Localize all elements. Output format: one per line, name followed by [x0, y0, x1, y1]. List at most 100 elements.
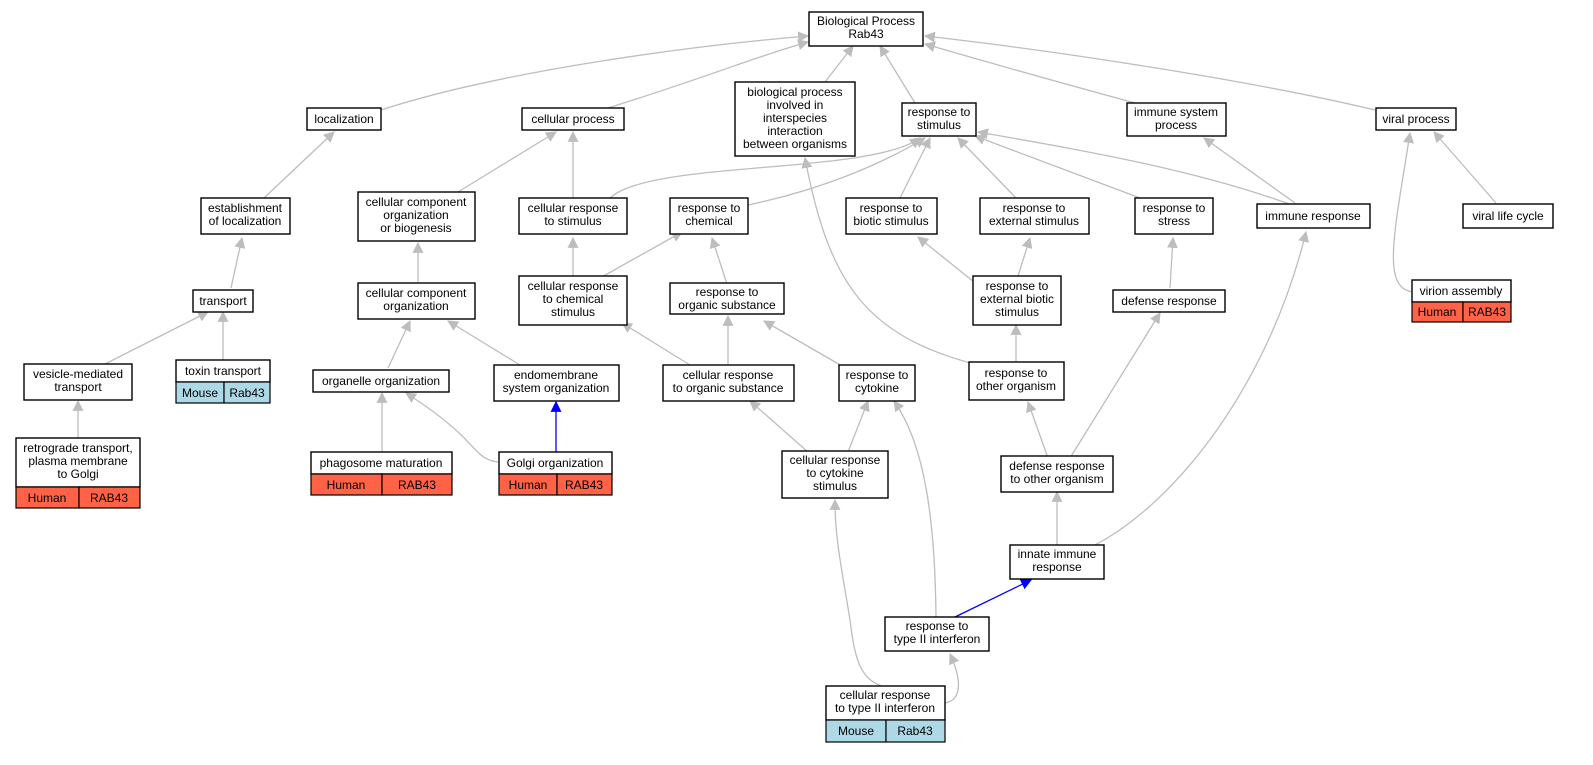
node-immune-system-process[interactable]: immune system process	[1126, 102, 1227, 137]
node-crs-line2: to stimulus	[544, 214, 601, 228]
node-toxin-transport-label: toxin transport	[185, 364, 262, 378]
node-crchem-line3: stimulus	[551, 305, 595, 319]
node-crifn2-line1: cellular response	[840, 688, 931, 702]
edge-crs-response-stimulus	[609, 137, 921, 199]
node-vesicle-line2: transport	[54, 380, 102, 394]
node-response-other-organism[interactable]: response to other organism	[968, 361, 1065, 401]
node-retrograde-transport[interactable]: retrograde transport, plasma membrane to…	[15, 437, 141, 488]
species-label: Mouse	[838, 724, 874, 738]
node-response-organic[interactable]: response to organic substance	[669, 282, 785, 315]
node-cellular-response-organic[interactable]: cellular response to organic substance	[662, 364, 795, 402]
node-layer: Biological Process Rab43 localization ce…	[15, 11, 1554, 721]
gene-label: RAB43	[90, 491, 128, 505]
node-rbiotic-line1: response to	[860, 201, 923, 215]
root-gene: Rab43	[848, 27, 884, 41]
node-organelle-organization[interactable]: organelle organization	[312, 369, 450, 393]
node-defense-response[interactable]: defense response	[1112, 289, 1226, 313]
edge-immune-response-immune-system	[1203, 137, 1296, 204]
node-rorganic-line2: organic substance	[678, 298, 776, 312]
node-phagosome-maturation[interactable]: phagosome maturation	[310, 451, 453, 475]
node-rexternal-line2: external stimulus	[989, 214, 1079, 228]
edge-crorganic-crchem	[621, 322, 691, 366]
species-label: Human	[509, 478, 548, 492]
edge-crchem-rchem	[599, 231, 683, 279]
node-bp-interspecies-line5: between organisms	[743, 137, 847, 151]
node-bp-interspecies-line1: biological process	[747, 85, 842, 99]
edge-crcytokine-rcytokine	[847, 399, 870, 453]
edge-defense-other-rother	[1026, 400, 1049, 459]
node-response-stress[interactable]: response to stress	[1134, 197, 1214, 235]
node-rextbiotic-line1: response to	[986, 279, 1049, 293]
node-ccob[interactable]: cellular component organization or bioge…	[357, 191, 476, 242]
node-innate-immune[interactable]: innate immune response	[1009, 544, 1105, 580]
node-crchem-line1: cellular response	[528, 279, 619, 293]
edge-rchem-response-stimulus	[747, 137, 926, 206]
node-cellular-process[interactable]: cellular process	[521, 107, 625, 131]
gene-cell	[1462, 301, 1512, 323]
node-response-biotic[interactable]: response to biotic stimulus	[845, 197, 938, 235]
node-establishment-localization[interactable]: establishment of localization	[200, 197, 291, 235]
node-immune-response[interactable]: immune response	[1256, 203, 1371, 229]
node-cellular-response-ifn2[interactable]: cellular response to type II interferon	[825, 685, 946, 721]
node-response-stimulus[interactable]: response to stimulus	[901, 102, 977, 137]
node-viral-process[interactable]: viral process	[1375, 107, 1457, 131]
edge-rexternal-response-stimulus	[957, 137, 1017, 199]
node-defother-line1: defense response	[1009, 459, 1105, 473]
node-toxin-transport[interactable]: toxin transport	[175, 359, 271, 383]
node-cc-organization[interactable]: cellular component organization	[357, 282, 476, 320]
edge-rextbiotic-rexternal	[1017, 236, 1033, 277]
tag-retrograde-transport: Human RAB43	[15, 486, 141, 509]
edge-crifn2-rifn2	[944, 653, 960, 704]
node-response-ext-biotic[interactable]: response to external biotic stimulus	[972, 275, 1062, 326]
node-endomembrane[interactable]: endomembrane system organization	[493, 364, 620, 402]
node-rstress-line1: response to	[1143, 201, 1206, 215]
node-root[interactable]: Biological Process Rab43	[808, 11, 924, 47]
node-rextbiotic-line2: external biotic	[980, 292, 1054, 306]
node-response-stimulus-line2: stimulus	[917, 118, 961, 132]
node-cco-line1: cellular component	[366, 286, 467, 300]
node-viral-process-label: viral process	[1382, 112, 1449, 126]
gene-label: RAB43	[398, 478, 436, 492]
node-crcytokine-line2: to cytokine	[806, 466, 864, 480]
node-response-chemical[interactable]: response to chemical	[669, 197, 749, 235]
node-rchem-line1: response to	[678, 201, 741, 215]
node-cellular-response-cytokine[interactable]: cellular response to cytokine stimulus	[781, 450, 889, 499]
edge-rorganic-rchem	[709, 236, 728, 285]
node-rcytokine-line1: response to	[846, 368, 909, 382]
node-localization[interactable]: localization	[306, 107, 382, 131]
node-transport-label: transport	[199, 294, 247, 308]
node-rifn2-line1: response to	[906, 619, 969, 633]
node-virion-assembly-label: virion assembly	[1420, 284, 1503, 298]
node-bp-interspecies[interactable]: biological process involved in interspec…	[734, 81, 856, 157]
node-response-cytokine[interactable]: response to cytokine	[838, 364, 916, 402]
node-cellular-response-chemical[interactable]: cellular response to chemical stimulus	[518, 275, 628, 326]
edge-ccob-cellular-process	[457, 131, 557, 193]
node-vesicle-transport[interactable]: vesicle-mediated transport	[23, 363, 133, 401]
node-transport[interactable]: transport	[192, 289, 254, 313]
node-cellular-process-label: cellular process	[531, 112, 614, 126]
node-localization-label: localization	[314, 112, 373, 126]
node-crcytokine-line3: stimulus	[813, 479, 857, 493]
node-establishment-line1: establishment	[208, 201, 283, 215]
node-retrograde-line1: retrograde transport,	[23, 441, 132, 455]
species-label: Mouse	[182, 386, 218, 400]
node-crchem-line2: to chemical	[543, 292, 604, 306]
node-response-ifn2[interactable]: response to type II interferon	[884, 616, 990, 652]
edge-endomembrane-cco	[447, 320, 521, 366]
node-cellular-response-stimulus[interactable]: cellular response to stimulus	[518, 197, 628, 235]
node-immune-system-line1: immune system	[1134, 105, 1218, 119]
node-golgi-organization[interactable]: Golgi organization	[498, 451, 613, 475]
node-virion-assembly[interactable]: virion assembly	[1411, 279, 1512, 303]
edge-establishment-localization	[263, 131, 335, 199]
node-retrograde-line3: to Golgi	[57, 467, 98, 481]
node-viral-life-cycle[interactable]: viral life cycle	[1462, 203, 1554, 229]
edge-localization-root	[374, 31, 810, 113]
edge-rcytokine-rorganic	[763, 320, 843, 367]
node-rcytokine-line2: cytokine	[855, 381, 899, 395]
node-rother-line1: response to	[985, 366, 1048, 380]
node-establishment-line2: of localization	[209, 214, 282, 228]
node-response-external[interactable]: response to external stimulus	[979, 197, 1090, 235]
node-defense-other-organism[interactable]: defense response to other organism	[1000, 455, 1114, 493]
edge-defense-rstress	[1166, 236, 1178, 289]
node-organelle-label: organelle organization	[322, 374, 440, 388]
